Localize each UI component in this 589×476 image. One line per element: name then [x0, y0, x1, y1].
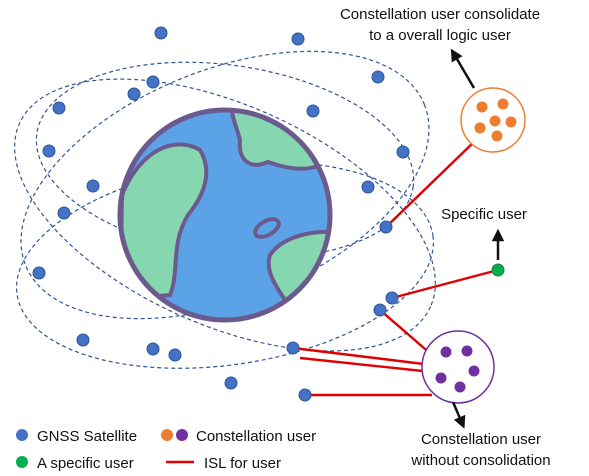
orbit-ellipse [14, 78, 436, 352]
earth-land [120, 142, 209, 303]
arrow-up-icon [450, 48, 476, 89]
orbit-ellipse [20, 50, 430, 320]
unconsolidated-user-ring [421, 330, 495, 404]
satellite-dot [373, 303, 387, 317]
unconsolidated-constellation-user [421, 330, 495, 404]
arrows [450, 48, 505, 429]
isl-line [299, 356, 433, 374]
orbit-paths [14, 50, 436, 369]
satellite-dot [385, 291, 399, 305]
isl-line [391, 268, 499, 300]
legend-satellite-label: GNSS Satellite [37, 428, 137, 445]
legend-specific-user-label: A specific user [37, 455, 134, 472]
specific-user-label: Specific user [441, 206, 527, 223]
consolidated-user-label-line1: Constellation user consolidate [340, 6, 540, 23]
constellation-user-dot [505, 116, 517, 128]
legend-constellation-user-purple-icon [176, 429, 188, 441]
constellation-user-dot [435, 372, 447, 384]
satellite-dot [379, 220, 393, 234]
satellite-dot [396, 145, 410, 159]
legend-constellation-user-label: Constellation user [196, 428, 316, 445]
satellite-dot [361, 180, 375, 194]
constellation-user-dot [474, 122, 486, 134]
constellation-user-dot [497, 98, 509, 110]
earth-lake [253, 217, 281, 239]
constellation-user-dot [454, 381, 466, 393]
arrow-down-icon [451, 401, 466, 429]
orbit-ellipse [35, 61, 415, 259]
earth-outline [117, 107, 333, 323]
consolidated-constellation-user [460, 87, 526, 153]
unconsolidated-user-label-line1: Constellation user [421, 431, 541, 448]
satellite-dot [57, 206, 71, 220]
legend-isl-label: ISL for user [204, 455, 281, 472]
satellite-dot [154, 26, 168, 40]
isl-line [385, 139, 477, 228]
earth-globe-icon [117, 107, 333, 323]
satellite-dot [306, 104, 320, 118]
satellite-dot [224, 376, 238, 390]
constellation-user-dot [440, 346, 452, 358]
constellation-user-dot [489, 115, 501, 127]
satellite-dot [42, 144, 56, 158]
isl-line [379, 309, 433, 356]
satellite-dot [168, 348, 182, 362]
legend-constellation-user-orange-icon [161, 429, 173, 441]
satellites [32, 26, 410, 402]
satellite-dot [127, 87, 141, 101]
constellation-user-dot [491, 130, 503, 142]
isl-line [292, 346, 433, 367]
satellite-dot [32, 266, 46, 280]
satellite-dot [146, 75, 160, 89]
constellation-user-dot [461, 345, 473, 357]
unconsolidated-user-label-line2: without consolidation [410, 452, 550, 469]
satellite-dot [52, 101, 66, 115]
legend-satellite-icon [16, 429, 28, 441]
satellite-dot [146, 342, 160, 356]
constellation-user-dot [476, 101, 488, 113]
orbit-ellipse [15, 161, 435, 369]
satellite-dot [86, 179, 100, 193]
legend-specific-user-icon [16, 456, 28, 468]
legend: GNSS Satellite Constellation user A spec… [16, 428, 316, 472]
satellite-dot [76, 333, 90, 347]
satellite-dot [286, 341, 300, 355]
specific-user-dot [491, 263, 505, 277]
constellation-user-dot [468, 365, 480, 377]
satellite-dot [291, 32, 305, 46]
consolidated-user-label-line2: to a overall logic user [369, 27, 511, 44]
satellite-dot [298, 388, 312, 402]
isl-lines [292, 139, 499, 397]
satellite-dot [371, 70, 385, 84]
